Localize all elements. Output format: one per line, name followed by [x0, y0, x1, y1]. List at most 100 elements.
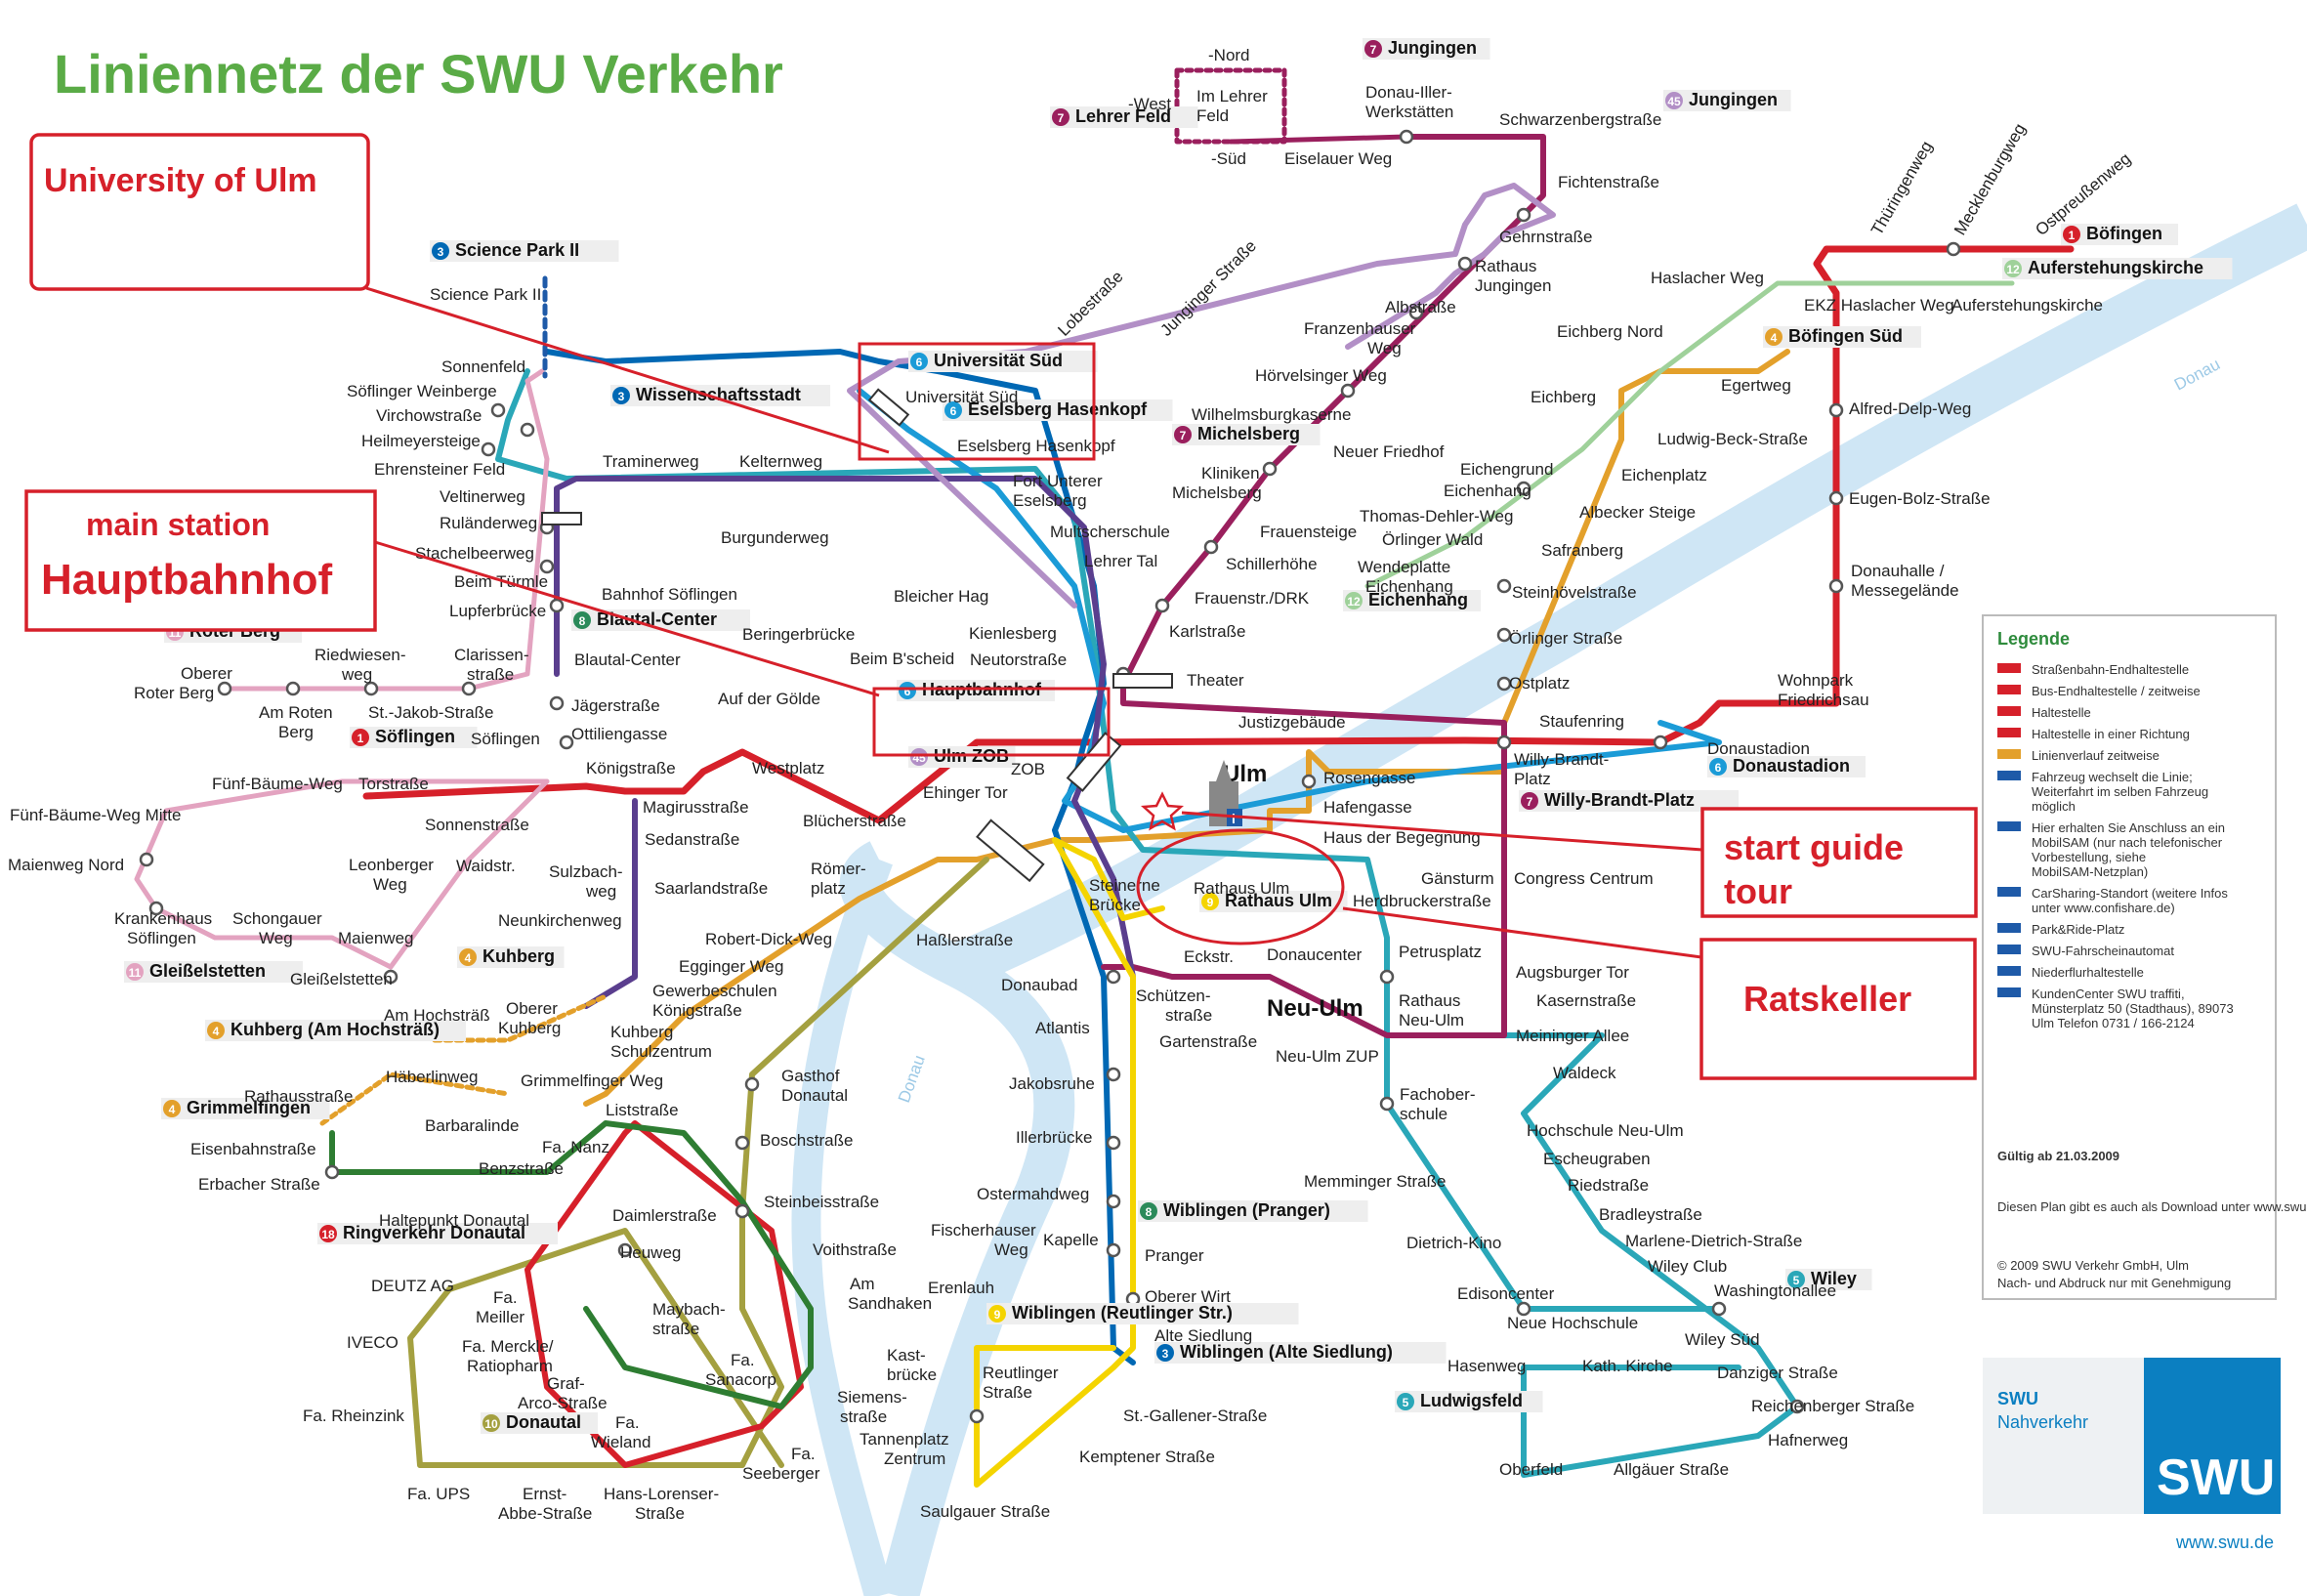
interchange-hubs	[541, 388, 1173, 883]
station-dot	[1516, 1301, 1531, 1317]
station-dot	[285, 681, 301, 696]
legend-item-label: KundenCenter SWU traffiti,Münsterplatz 5…	[2032, 987, 2234, 1030]
station-label: Donautal	[781, 1086, 848, 1105]
legend-item: Bus-Endhaltestelle / zeitweise	[1997, 684, 2201, 698]
station-label: Ehinger Tor	[923, 783, 1008, 802]
station-label: Fa.	[493, 1288, 518, 1307]
badge-background	[943, 399, 1173, 421]
map-title: Liniennetz der SWU Verkehr	[54, 43, 783, 105]
station-dot	[148, 901, 164, 916]
badge-background	[1343, 590, 1481, 611]
badge-line-number: 6	[904, 685, 911, 698]
station-label: Krankenhaus	[114, 909, 212, 928]
badge-background	[1663, 90, 1791, 111]
legend-items: Straßenbahn-EndhaltestelleBus-Endhaltest…	[1997, 662, 2234, 1030]
station-label: Maienweg	[338, 929, 414, 947]
station-label: Jägerstraße	[571, 696, 660, 715]
badge-line-dot	[910, 353, 928, 370]
station-label: Edisoncenter	[1457, 1284, 1555, 1303]
station-label: Söflingen	[471, 730, 540, 748]
station-label: Heilmeyersteige	[361, 432, 481, 450]
station-label: Neuer Friedhof	[1333, 442, 1445, 461]
badge-label: Wiley	[1811, 1269, 1857, 1288]
legend-swatch	[1997, 966, 2021, 976]
station-label: Sonnenstraße	[425, 816, 529, 834]
station-label: Lupferbrücke	[449, 602, 546, 620]
badge-label: Science Park II	[455, 240, 579, 260]
station-label: Willy-Brandt-	[1514, 750, 1609, 769]
badge-line-dot	[612, 387, 630, 404]
badge-label: Ringverkehr Donautal	[343, 1223, 525, 1242]
station-label: Kath. Kirche	[1582, 1357, 1673, 1375]
station-label: Örlinger Straße	[1509, 629, 1622, 648]
badge-background	[1707, 756, 1866, 777]
station-label: Hafengasse	[1323, 798, 1412, 817]
badge-background	[317, 1223, 558, 1244]
station-label: Thüringenweg	[1867, 138, 1936, 238]
station-label: Riedstraße	[1568, 1176, 1649, 1195]
station-label: Sulzbach-	[549, 862, 623, 881]
station-label: ZOB	[1011, 760, 1045, 778]
station-dot	[1946, 241, 1961, 257]
station-label: Multscherschule	[1050, 523, 1170, 541]
station-label: Danziger Straße	[1717, 1364, 1838, 1382]
station-label: Kast-	[887, 1346, 926, 1365]
annotation-target-main-station	[872, 687, 1111, 757]
legend-item: Haltestelle	[1997, 705, 2091, 720]
badge-label: Auferstehungskirche	[2028, 258, 2203, 277]
annotation-box-main-station	[24, 489, 377, 632]
station-label: Rathaus	[1475, 257, 1536, 275]
legend-swatch	[1997, 663, 2021, 673]
badge-line-dot	[352, 729, 369, 746]
legend-item-label: Straßenbahn-Endhaltestelle	[2032, 662, 2189, 677]
station-label: Weg	[1367, 339, 1402, 357]
river-layer: Donau Donau	[791, 203, 2307, 1596]
badge-background	[1519, 790, 1739, 812]
station-dot	[1408, 305, 1424, 320]
badge-line-number: 7	[1527, 795, 1533, 809]
station-label: Fachober-	[1400, 1085, 1475, 1104]
badge-line-number: 12	[1347, 595, 1361, 609]
badge-line-number: 1	[357, 732, 364, 745]
badge-line-dot	[1709, 758, 1727, 776]
station-label: Schwarzenbergstraße	[1499, 110, 1661, 129]
badge-line-number: 8	[579, 614, 586, 628]
annotation-university: University of Ulm	[44, 162, 317, 199]
badge-background	[986, 1303, 1299, 1324]
station-label: Congress Centrum	[1514, 869, 1654, 888]
station-dot	[324, 1164, 340, 1180]
station-dot	[139, 852, 154, 867]
badge-background	[1050, 106, 1198, 128]
station-dot	[1789, 1399, 1805, 1414]
station-dot	[1516, 481, 1531, 496]
legend-swatch	[1997, 685, 2021, 694]
station-dot	[1828, 490, 1844, 506]
station-label: Egginger Weg	[679, 957, 783, 976]
station-label: Am Hochsträß	[384, 1006, 490, 1025]
station-dot	[1828, 402, 1844, 418]
station-label: Donaustadion	[1707, 739, 1810, 758]
station-label: Messegelände	[1851, 581, 1959, 600]
badge-background	[457, 946, 565, 968]
legend-swatch	[1997, 945, 2021, 954]
station-label: Karlstraße	[1169, 622, 1245, 641]
badge-line-number: 9	[1207, 896, 1214, 909]
station-label: Weg	[259, 929, 293, 947]
station-label: Gehrnstraße	[1499, 228, 1592, 246]
badge-line-number: 3	[618, 390, 625, 403]
station-label: Blautal-Center	[574, 651, 681, 669]
badge-line-dot	[1665, 92, 1683, 109]
station-label: Sandhaken	[848, 1294, 932, 1313]
station-label: Kasernstraße	[1536, 991, 1636, 1010]
station-label: EKZ Haslacher Weg	[1804, 296, 1954, 315]
badge-label: Jungingen	[1689, 90, 1778, 109]
station-label: Oberer	[506, 999, 558, 1018]
